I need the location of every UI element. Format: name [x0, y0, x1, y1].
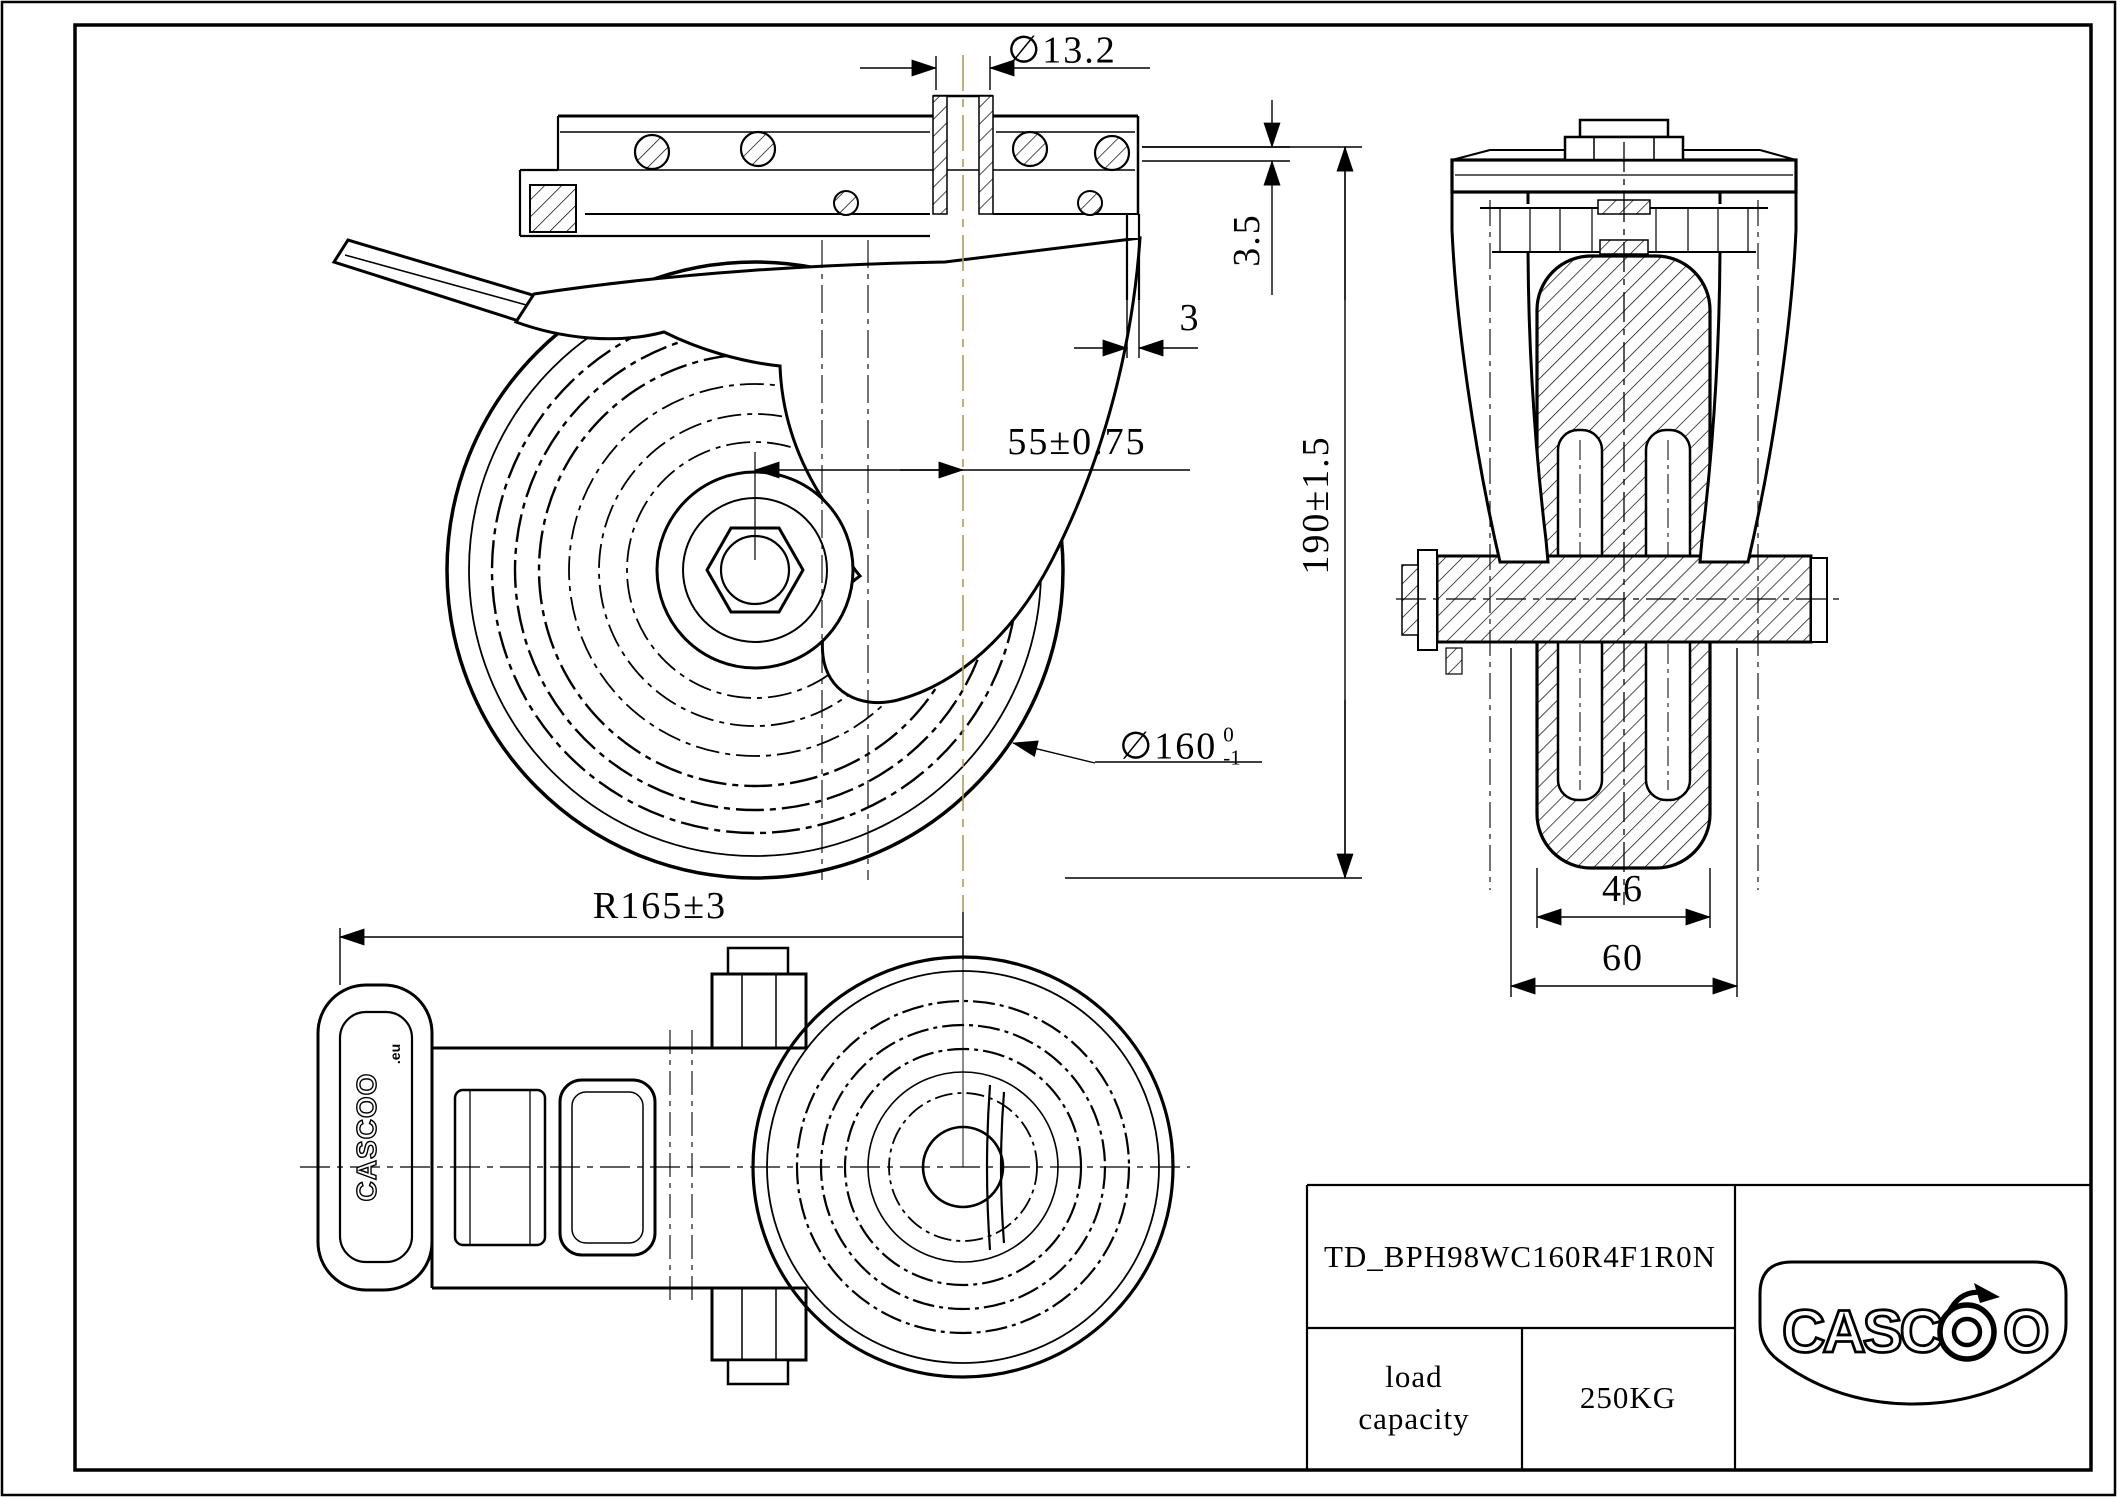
wheel-diameter-tolerance: 0 -1	[1223, 722, 1241, 769]
dim-hub-width: 60	[1602, 937, 1644, 979]
load-capacity-value: 250KG	[1579, 1380, 1677, 1415]
logo-text-prefix: CASC	[1782, 1298, 1942, 1365]
fork-leg-right	[1698, 190, 1798, 564]
dim-overall-height: 190±1.5	[1295, 435, 1337, 575]
logo-wheel-icon	[1937, 1283, 2000, 1362]
pedal-brand-suffix: .eu	[387, 1044, 403, 1064]
bottom-view	[300, 946, 1190, 1386]
wheel-diameter-value: ∅160	[1119, 725, 1218, 768]
swivel-head-section	[518, 94, 1141, 300]
title-block-grid	[1305, 1183, 2091, 1470]
brand-logo: CASC O	[1758, 1260, 2068, 1406]
front-view	[1396, 118, 1846, 905]
dim-plate-seat-height: 3.5	[1226, 213, 1268, 267]
fork-leg-left	[1450, 190, 1550, 564]
dim-bolt-hole-diameter: ∅13.2	[1007, 29, 1117, 72]
dimension-lines	[338, 56, 1739, 997]
logo-text-suffix: O	[2003, 1298, 2050, 1365]
dim-expander-thickness: 3	[1179, 297, 1201, 339]
axle-hub	[655, 470, 855, 670]
pedal-brand-text: CASCOO	[351, 1073, 382, 1202]
load-capacity-label: load capacity	[1358, 1359, 1470, 1436]
dim-wheel-width: 46	[1602, 868, 1644, 910]
dim-wheel-center-offset: 55±0.75	[1007, 421, 1147, 463]
expander-nut-bottom	[710, 1286, 808, 1386]
dim-wheel-diameter: ∅160 0 -1	[1119, 724, 1241, 769]
expander-nut-top	[710, 946, 808, 1050]
front-view-centerlines	[1396, 142, 1846, 905]
brake-lever	[331, 238, 539, 324]
dim-swivel-radius: R165±3	[592, 885, 728, 927]
part-number: TD_BPH98WC160R4F1R0N	[1323, 1239, 1717, 1274]
brake-pedal	[316, 983, 434, 1292]
